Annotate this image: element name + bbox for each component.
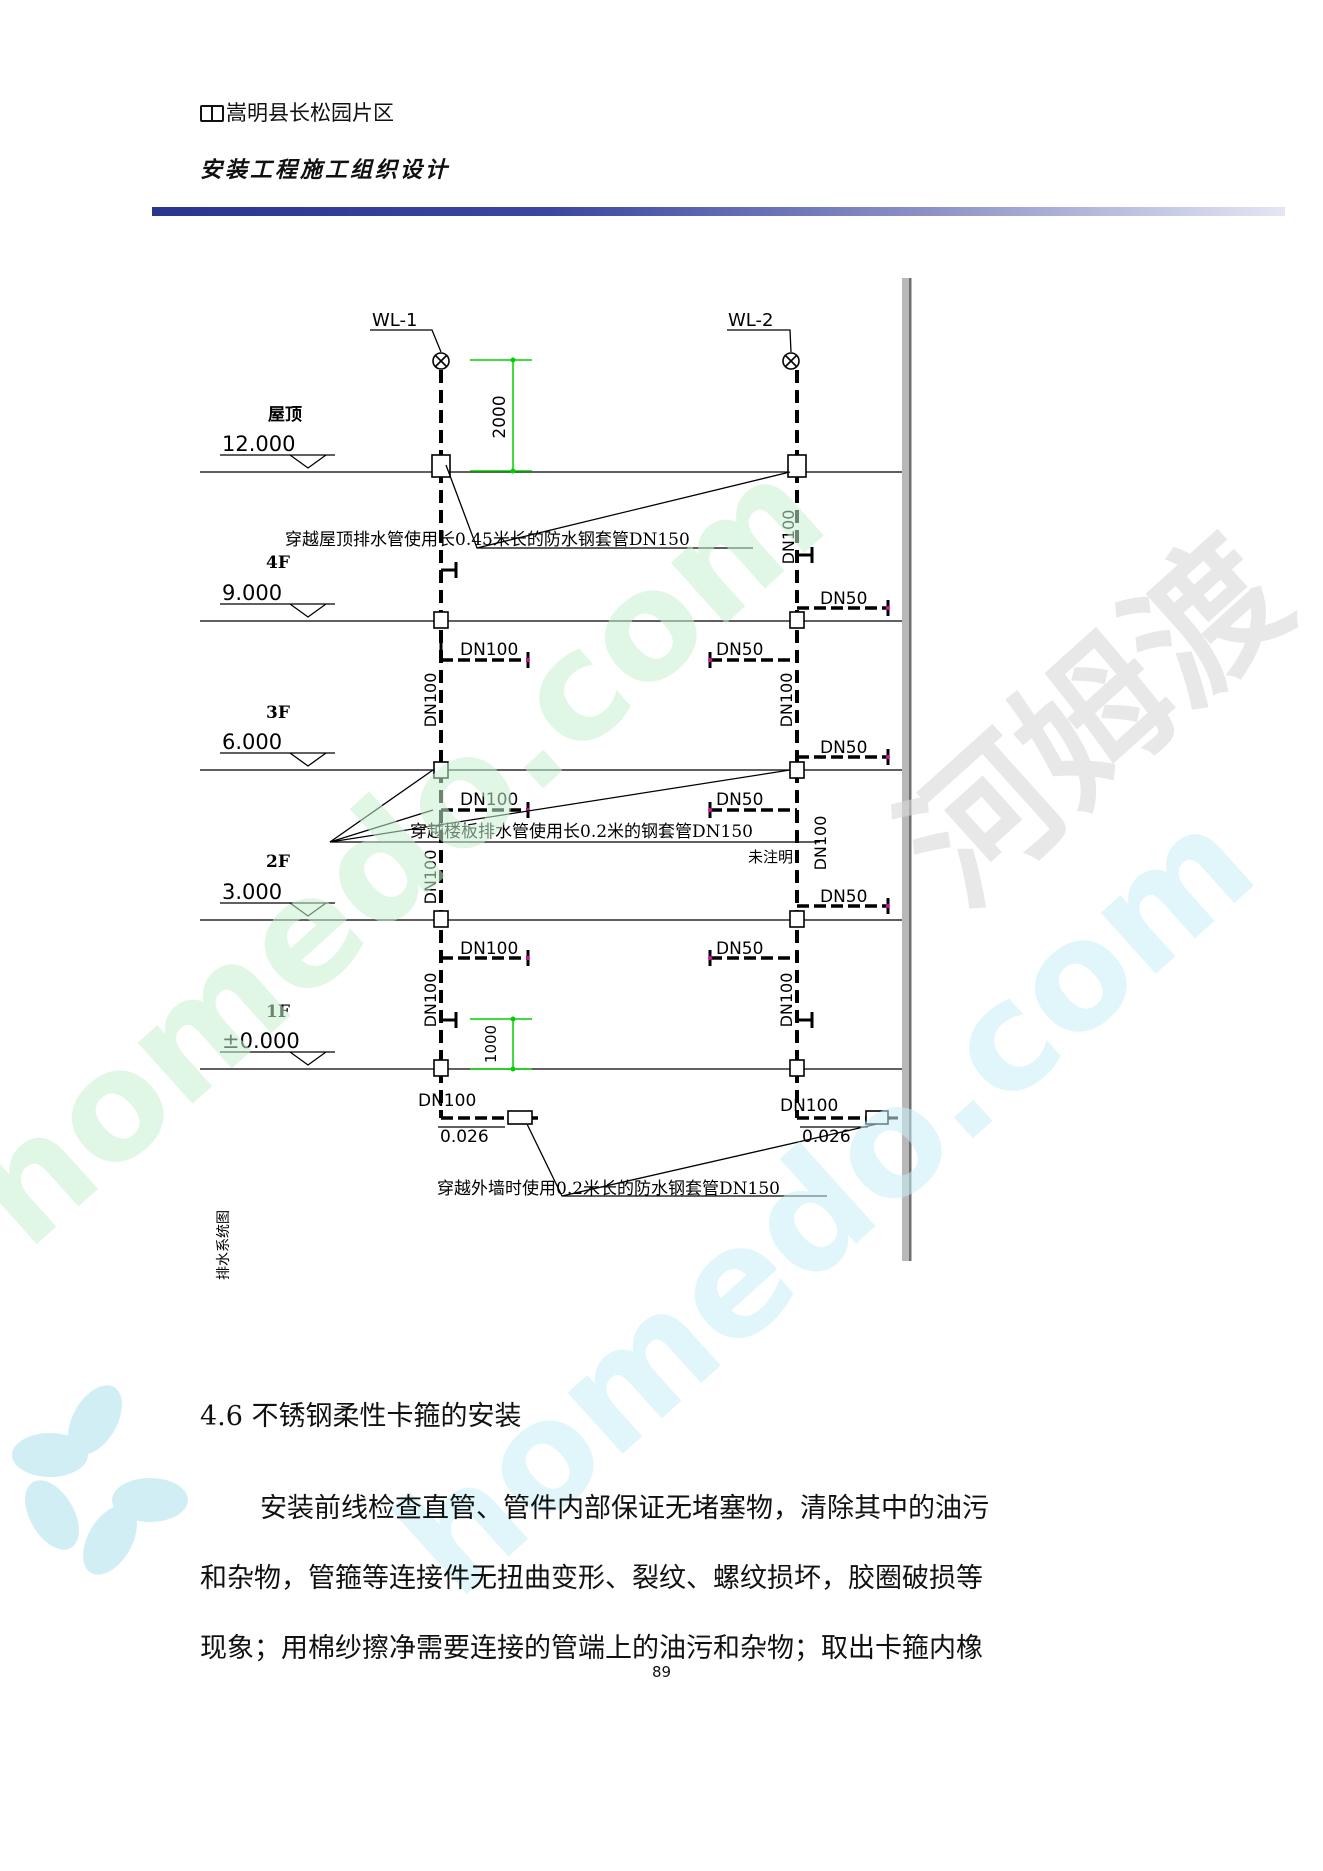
note-roof-sleeve: 穿越屋顶排水管使用长0.45米长的防水钢套管DN150 [285, 529, 690, 550]
riser-label-wl2-2f: DN100 [811, 816, 830, 871]
drainage-riser-diagram: 屋顶 4F 3F 2F 1F 12.000 9.000 6.000 3.000 … [200, 278, 912, 1280]
floor-name-3f: 3F [266, 703, 290, 723]
elevation-1f: ±0.000 [222, 1029, 300, 1053]
outlet-elevation-wl1: 0.026 [440, 1127, 489, 1147]
branch-label-wl2-1f: DN50 [716, 939, 763, 959]
floor-name-2f: 2F [266, 852, 290, 872]
header-project-name: 嵩明县长松园片区 [200, 97, 394, 127]
body-line-1: 安装前线检查直管、管件内部保证无堵塞物，清除其中的油污 [260, 1493, 989, 1524]
branch-label-wl2-3f-up: DN50 [820, 738, 867, 758]
riser-label-wl1-1f: DN100 [421, 973, 440, 1028]
sleeves [431, 454, 807, 1077]
dimension-1000: 1000 [482, 1025, 500, 1063]
branch-label-wl1-1f: DN100 [460, 939, 518, 959]
floor-name-4f: 4F [266, 553, 290, 573]
elevation-3f: 6.000 [222, 730, 282, 754]
riser-label-wl2-4f: DN100 [779, 510, 798, 565]
header-rule [152, 207, 1285, 216]
header-doc-title: 安装工程施工组织设计 [200, 157, 451, 183]
elevation-markers [220, 454, 335, 1066]
riser-label-wl2-3f: DN100 [777, 673, 796, 728]
project-name-text: 嵩明县长松园片区 [226, 101, 394, 125]
branch-label-wl2-2f: DN50 [716, 790, 763, 810]
branch-label-wl2-2f-up: DN50 [820, 887, 867, 907]
floor-name-1f: 1F [266, 1002, 290, 1022]
elevation-roof: 12.000 [222, 432, 295, 456]
outlet-elevation-wl2: 0.026 [802, 1127, 851, 1147]
body-line-2: 和杂物，管箍等连接件无扭曲变形、裂纹、螺纹损坏，胶圈破损等 [200, 1563, 983, 1594]
dimension-2000: 2000 [490, 395, 510, 438]
outlet-label-wl1: DN100 [418, 1091, 476, 1111]
body-paragraph: 安装前线检查直管、管件内部保证无堵塞物，清除其中的油污 和杂物，管箍等连接件无扭… [200, 1474, 1130, 1684]
note-floor-sleeve: 穿越楼板排水管使用长0.2米的钢套管DN150 [410, 821, 753, 842]
elevation-2f: 3.000 [222, 880, 282, 904]
branch-label-wl2-4f: DN50 [820, 589, 867, 609]
floor-name-roof: 屋顶 [268, 405, 302, 425]
note-unmarked: 未注明 [748, 848, 793, 866]
branch-label-wl2-3f: DN50 [716, 640, 763, 660]
flower-logo-icon [12, 1385, 188, 1575]
branch-label-wl1-2f: DN100 [460, 790, 518, 810]
branch-label-wl1-3f: DN100 [460, 640, 518, 660]
elevation-4f: 9.000 [222, 581, 282, 605]
side-label: 排水系统图 [216, 1210, 232, 1280]
stack-label-wl2: WL-2 [728, 310, 773, 331]
vent-cap-icons [432, 352, 800, 370]
page-number: 89 [651, 1663, 672, 1681]
outlet-label-wl2: DN100 [780, 1096, 838, 1116]
section-heading: 4.6 不锈钢柔性卡箍的安装 [200, 1401, 522, 1432]
floor-lines [200, 471, 902, 1070]
body-line-3: 现象；用棉纱擦净需要连接的管端上的油污和杂物；取出卡箍内橡 [200, 1633, 983, 1664]
dimension-lines [470, 359, 532, 1070]
riser-label-wl2-1f: DN100 [777, 973, 796, 1028]
riser-label-wl1-2f: DN100 [421, 850, 440, 905]
leader-lines [329, 464, 878, 1197]
stack-label-wl1: WL-1 [372, 310, 417, 331]
open-book-icon [200, 105, 224, 122]
note-wall-sleeve: 穿越外墙时使用0.2米长的防水钢套管DN150 [437, 1178, 780, 1199]
riser-label-wl1-3f: DN100 [421, 673, 440, 728]
riser-pipes [439, 370, 799, 1118]
frame-border [902, 278, 912, 1261]
